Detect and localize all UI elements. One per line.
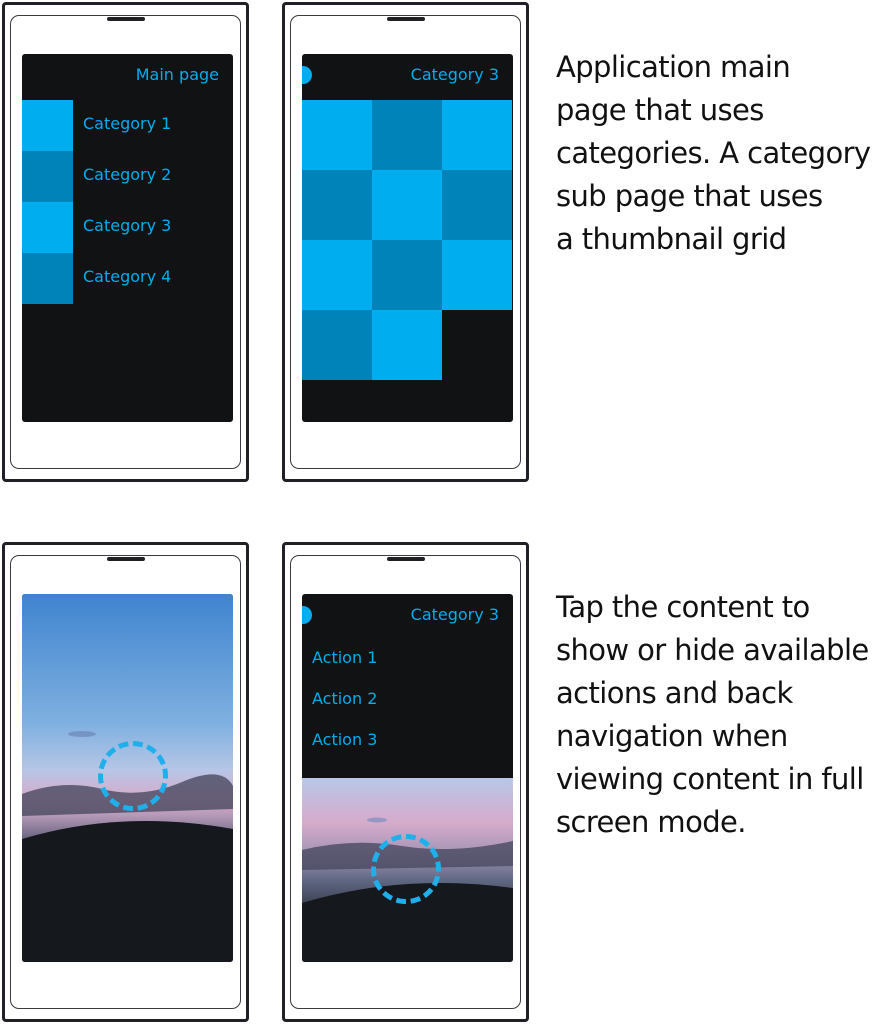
action-item-3[interactable]: Action 3 <box>312 730 378 749</box>
phone-bezel <box>290 555 521 1009</box>
thumbnail[interactable] <box>302 100 372 170</box>
caption-line: a thumbnail grid <box>556 222 787 256</box>
page-title: Category 3 <box>410 605 499 624</box>
caption-top: Application main page that uses categori… <box>556 46 871 261</box>
category-thumbnail <box>22 100 73 151</box>
thumbnail[interactable] <box>372 240 442 310</box>
phone-speaker <box>386 17 425 21</box>
screen-category-grid: Category 3 <box>302 54 513 422</box>
thumbnail[interactable] <box>442 170 512 240</box>
category-thumbnail <box>22 253 73 304</box>
action-item-2[interactable]: Action 2 <box>312 689 378 708</box>
back-indicator-icon[interactable] <box>302 66 312 84</box>
back-indicator-icon[interactable] <box>302 606 312 624</box>
caption-line: actions and back <box>556 676 793 710</box>
category-label: Category 2 <box>83 165 172 184</box>
caption-line: Tap the content to <box>556 590 810 624</box>
sunset-photo[interactable] <box>22 594 233 962</box>
phone-bezel <box>10 15 241 469</box>
thumbnail[interactable] <box>372 100 442 170</box>
thumbnail[interactable] <box>302 310 372 380</box>
category-item-3[interactable]: Category 3 <box>22 202 233 253</box>
category-item-4[interactable]: Category 4 <box>22 253 233 304</box>
screen-main-page: Main page Category 1 Category 2 Category… <box>22 54 233 422</box>
caption-line: show or hide available <box>556 633 869 667</box>
category-thumbnail <box>22 202 73 253</box>
caption-line: sub page that uses <box>556 179 823 213</box>
page-title: Main page <box>135 65 219 84</box>
caption-line: viewing content in full <box>556 762 864 796</box>
thumbnail[interactable] <box>302 240 372 310</box>
category-label: Category 3 <box>83 216 172 235</box>
thumbnail[interactable] <box>442 240 512 310</box>
thumbnail[interactable] <box>302 170 372 240</box>
category-label: Category 4 <box>83 267 172 286</box>
phone-mockup-main-page: Main page Category 1 Category 2 Category… <box>2 2 249 482</box>
phone-mockup-category-grid: Category 3 <box>282 2 529 482</box>
phone-bezel <box>290 15 521 469</box>
category-item-2[interactable]: Category 2 <box>22 151 233 202</box>
tap-indicator <box>371 834 441 904</box>
phone-speaker <box>386 557 425 561</box>
thumbnail[interactable] <box>372 310 442 380</box>
phone-mockup-content-actions: Category 3 Action 1 Action 2 Action 3 <box>282 542 529 1022</box>
tap-indicator <box>98 741 168 811</box>
caption-line: screen mode. <box>556 805 746 839</box>
category-item-1[interactable]: Category 1 <box>22 100 233 151</box>
thumbnail[interactable] <box>372 170 442 240</box>
screen-content-actions: Category 3 Action 1 Action 2 Action 3 <box>302 594 513 962</box>
phone-speaker <box>106 17 145 21</box>
phone-speaker <box>106 557 145 561</box>
thumbnail[interactable] <box>442 100 512 170</box>
page-title: Category 3 <box>410 65 499 84</box>
screen-fullscreen-content[interactable] <box>22 594 233 962</box>
caption-line: page that uses <box>556 93 764 127</box>
phone-mockup-fullscreen-content <box>2 542 249 1022</box>
phone-bezel <box>10 555 241 1009</box>
caption-line: navigation when <box>556 719 788 753</box>
action-item-1[interactable]: Action 1 <box>312 648 378 667</box>
caption-bottom: Tap the content to show or hide availabl… <box>556 586 869 844</box>
caption-line: Application main <box>556 50 791 84</box>
category-thumbnail <box>22 151 73 202</box>
caption-line: categories. A category <box>556 136 871 170</box>
category-label: Category 1 <box>83 114 172 133</box>
